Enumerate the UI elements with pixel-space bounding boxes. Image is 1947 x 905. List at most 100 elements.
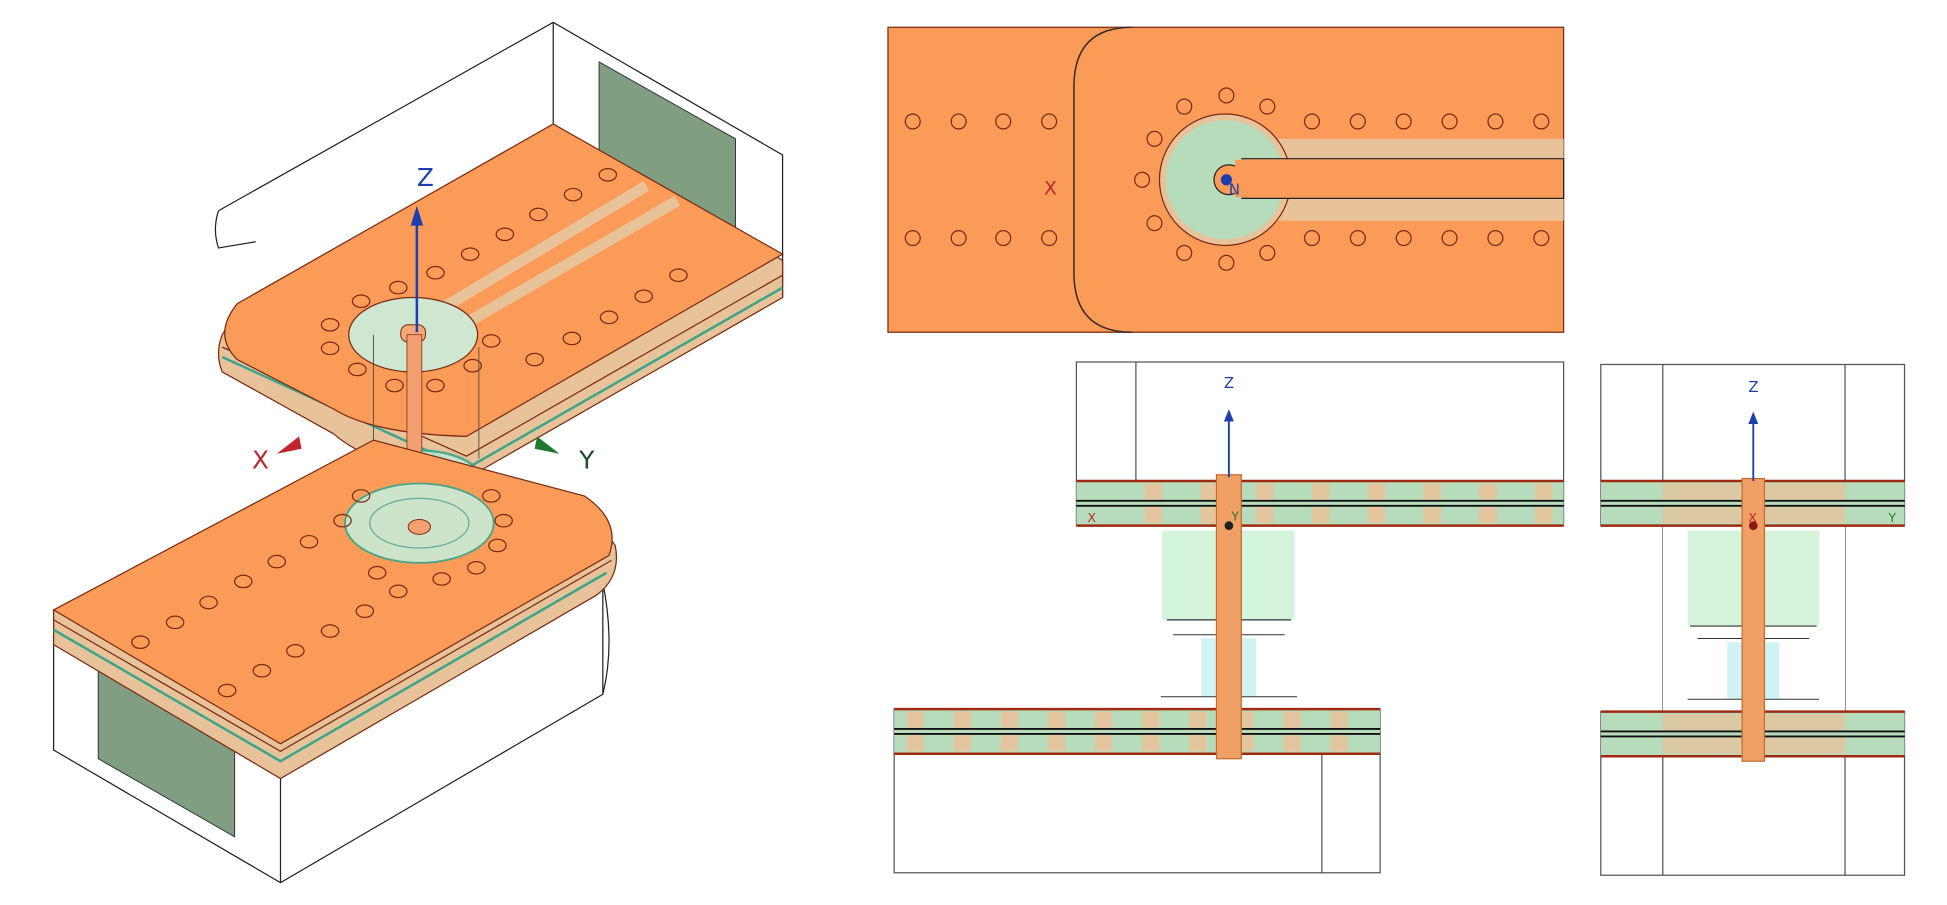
via-hole <box>1487 113 1504 130</box>
via-hole <box>995 113 1012 130</box>
via-hole <box>388 584 408 599</box>
via-hole <box>1176 98 1193 115</box>
via-fence-stripe <box>1330 735 1348 752</box>
via-fence-stripe <box>906 735 924 752</box>
via-fence-stripe <box>1189 735 1207 752</box>
via-fence-stripe <box>953 735 972 752</box>
via-fence-stripe <box>1256 507 1274 524</box>
via-hole <box>351 294 371 309</box>
via-hole <box>1146 215 1163 232</box>
via-hole <box>131 635 150 649</box>
via-hole <box>1259 98 1276 115</box>
via-hole <box>495 227 515 242</box>
via-fence-stripe <box>1144 507 1162 524</box>
via-hole <box>348 362 367 377</box>
top-view: N X <box>887 26 1565 333</box>
via-hole <box>1395 229 1412 247</box>
via-hole <box>1533 229 1550 247</box>
via-fence-stripe <box>1142 735 1160 752</box>
via-hole <box>562 331 582 346</box>
upper-board-via-holes <box>320 167 688 393</box>
via-hole <box>299 534 319 549</box>
via-hole <box>598 167 618 182</box>
via-fence-stripe <box>953 711 972 728</box>
via-hole <box>460 247 480 261</box>
via-hole <box>385 378 404 393</box>
iso-axis-x-label: X <box>252 446 269 475</box>
via-hole <box>1218 254 1235 271</box>
via-hole <box>1041 113 1058 130</box>
yz-axis-x-label: X <box>1748 510 1757 525</box>
via-hole <box>467 560 486 575</box>
via-hole <box>481 334 501 348</box>
via-hole <box>1218 87 1235 104</box>
via-fence-stripe <box>1330 711 1348 728</box>
via-hole <box>563 187 583 202</box>
via-hole <box>1441 113 1458 130</box>
via-fence-stripe <box>1311 483 1330 500</box>
via-hole <box>426 265 445 280</box>
via-hole <box>234 574 253 589</box>
via-hole <box>463 358 482 373</box>
via-fence-stripe <box>1423 507 1441 524</box>
origin-marker-icon <box>1220 174 1232 186</box>
top-axis-marker-label: N <box>1229 181 1240 199</box>
z-arrow-icon <box>410 205 424 226</box>
via-fence-stripe <box>1000 711 1019 728</box>
lower-board-via-holes <box>131 489 513 698</box>
via-hole <box>426 378 445 393</box>
via-hole <box>1041 229 1058 247</box>
lower-board <box>52 439 618 780</box>
via-hole <box>1259 244 1276 261</box>
via-hole <box>1134 171 1151 188</box>
via-hole <box>1303 229 1321 247</box>
via-fence-stripe <box>1047 711 1066 728</box>
via-hole <box>165 615 185 630</box>
via-hole <box>634 289 654 304</box>
side-view-yz: Z X Y <box>1600 363 1906 876</box>
via-hole <box>367 565 387 580</box>
via-fence-stripe <box>1000 735 1019 752</box>
via-fence-stripe <box>1283 735 1301 752</box>
via-fence-stripe <box>1423 483 1441 500</box>
via-fence-stripe <box>1047 735 1066 752</box>
via-hole <box>1441 229 1458 247</box>
via-hole <box>199 595 218 610</box>
upper-board <box>217 123 784 480</box>
via-fence-stripe <box>1189 711 1207 728</box>
via-hole <box>525 352 544 367</box>
via-hole <box>267 554 287 569</box>
x-arrow-icon <box>276 436 302 454</box>
via-hole <box>320 317 340 332</box>
via-fence-stripe <box>1535 507 1553 524</box>
via-hole <box>904 113 921 130</box>
side-view-xz: Z X Y <box>893 361 1565 874</box>
via-hole <box>669 268 688 283</box>
via-hole <box>320 341 340 356</box>
via-fence-stripe <box>1200 483 1218 500</box>
via-hole <box>950 113 967 130</box>
iso-axis-z-label: Z <box>417 163 434 192</box>
via-fence-stripe <box>1200 507 1218 524</box>
via-fence-stripe <box>1367 483 1386 500</box>
yz-axis-y-label: Y <box>1887 510 1896 525</box>
via-hole <box>995 229 1012 247</box>
via-fence-stripe <box>1142 711 1160 728</box>
via-hole <box>481 489 501 503</box>
via-hole <box>599 310 619 325</box>
via-hole <box>388 280 408 295</box>
via-hole <box>432 572 451 586</box>
via-hole <box>320 624 340 638</box>
iso-axis-y-label: Y <box>578 446 595 475</box>
xz-axis-x-label: X <box>1088 510 1097 525</box>
via-hole <box>1349 229 1366 247</box>
via-hole <box>1176 244 1193 261</box>
via-hole <box>355 604 375 619</box>
via-fence-stripe <box>1479 483 1497 500</box>
via-hole <box>1349 113 1366 130</box>
via-fence-stripe <box>906 711 924 728</box>
via-hole <box>1146 130 1163 147</box>
via-hole <box>1395 113 1412 130</box>
via-fence-stripe <box>1283 711 1301 728</box>
